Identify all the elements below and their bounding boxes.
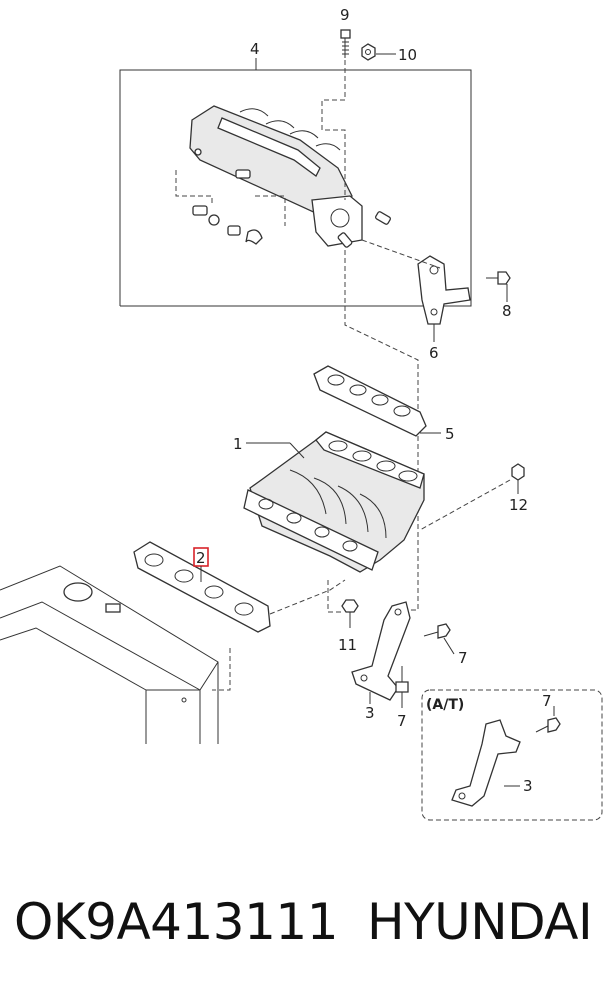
callout-7a: 7: [458, 649, 468, 667]
leader-1b: [289, 442, 305, 459]
main-axis-dash-line: [344, 250, 419, 611]
callout-7b: 7: [397, 712, 407, 730]
callout-7c: 7: [542, 692, 552, 710]
callout-5: 5: [445, 425, 455, 443]
footer: OK9A413111 HYUNDAI: [0, 880, 610, 970]
callout-11: 11: [338, 636, 357, 654]
plenum-dash-line: [321, 60, 346, 200]
callout-1: 1: [233, 435, 243, 453]
callout-8: 8: [502, 302, 512, 320]
callout-3a: 3: [365, 704, 375, 722]
at-inset-box: [421, 689, 603, 821]
bolt-11: [341, 599, 359, 628]
nut-10: [361, 43, 376, 61]
fitting-dash-line-2: [255, 195, 286, 226]
brand-name: HYUNDAI: [367, 893, 593, 951]
bolt-9: [340, 29, 351, 58]
bracket-dash-line: [361, 239, 441, 269]
plenum-fittings: [192, 169, 391, 248]
callout-4: 4: [250, 40, 260, 58]
leader-7a: [443, 637, 455, 655]
intake-plenum: [189, 105, 363, 247]
bolt-8: [486, 271, 511, 285]
bolt-7b: [395, 666, 409, 693]
part-number: OK9A413111: [14, 893, 339, 951]
plenum-group-box: [119, 69, 472, 307]
callout-6: 6: [429, 344, 439, 362]
bracket-6: [417, 255, 471, 325]
callout-12: 12: [509, 496, 528, 514]
exploded-parts-diagram: 1 2 3 3 4 5 6 7 7 7 8 9 10 11 12 (A/T): [0, 6, 603, 821]
inset-label-at: (A/T): [426, 697, 464, 713]
callout-2: 2: [196, 549, 206, 567]
bracket-3: [351, 601, 411, 701]
callout-9: 9: [340, 6, 350, 24]
gasket-5: [313, 365, 427, 437]
callout-10: 10: [398, 46, 417, 64]
bracket-3-at: [451, 719, 521, 807]
bolt-7a: [423, 623, 451, 639]
cylinder-head: [0, 565, 219, 744]
gasket-2: [133, 541, 271, 633]
nut-12: [511, 463, 525, 481]
head-dash-line: [212, 648, 231, 691]
fitting-dash-line: [175, 170, 213, 206]
gasket-dash-line: [269, 579, 346, 615]
bolt-7c: [535, 717, 561, 733]
callout-3b: 3: [523, 777, 533, 795]
nut-12-dash-line: [419, 479, 511, 531]
bolt-11-dash-line: [327, 580, 342, 613]
intake-manifold-1: [243, 431, 425, 573]
